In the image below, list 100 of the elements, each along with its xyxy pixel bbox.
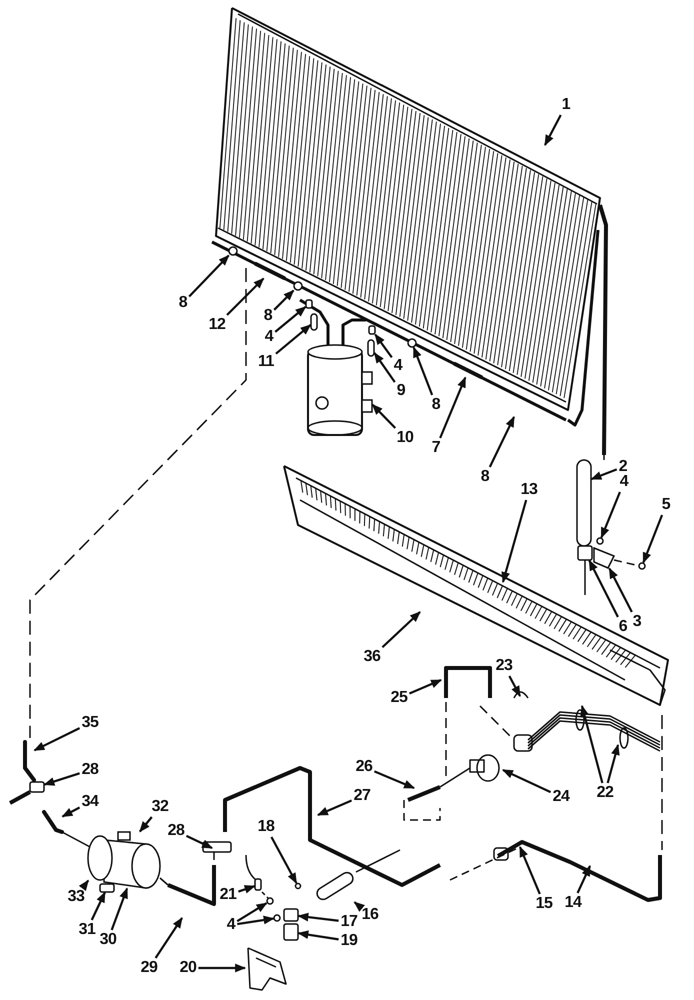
callout-number: 10 — [396, 429, 414, 447]
leader-arrow — [198, 964, 246, 972]
tube-clip — [407, 338, 417, 348]
leader-arrow — [297, 930, 339, 940]
callout-number: 21 — [218, 886, 238, 904]
callout-number: 22 — [596, 784, 614, 802]
leader-arrow — [139, 816, 153, 832]
callout-number: 8 — [262, 307, 274, 325]
callout-number: 33 — [66, 888, 86, 906]
hose — [576, 459, 592, 547]
callout-number: 28 — [166, 822, 186, 840]
leader-arrow — [236, 902, 268, 922]
callout-number: 17 — [340, 913, 358, 931]
leader-arrow — [580, 704, 604, 784]
callout-number: 34 — [80, 793, 100, 811]
callout-number: 16 — [360, 906, 380, 924]
callout-number: 25 — [390, 689, 408, 707]
callout-number: 27 — [352, 787, 372, 805]
tube-clip — [293, 281, 303, 291]
callout-number: 32 — [150, 798, 170, 816]
leader-arrow — [608, 568, 633, 612]
callout-number: 4 — [226, 916, 236, 934]
callout-number: 20 — [178, 959, 198, 977]
leader-arrow — [502, 769, 552, 794]
leader-arrow — [642, 514, 664, 564]
leader-arrow — [382, 611, 421, 648]
callout-number: 35 — [80, 714, 100, 732]
leader-arrow — [374, 334, 393, 358]
leader-arrow — [273, 290, 294, 311]
leader-arrow — [238, 885, 256, 894]
callout-number: 36 — [362, 648, 382, 666]
tee-fitting — [29, 781, 45, 793]
leader-arrow — [90, 892, 106, 920]
callout-number: 30 — [98, 931, 118, 949]
mounting-bracket — [593, 546, 616, 569]
leader-arrow — [237, 916, 275, 926]
leader-arrow — [518, 846, 541, 894]
callout-number: 26 — [354, 758, 374, 776]
leader-arrow — [226, 278, 264, 316]
leader-arrow — [354, 901, 365, 912]
leader-arrow — [317, 799, 352, 816]
leader-arrow — [275, 324, 312, 355]
leader-arrow — [374, 770, 416, 790]
leader-arrow — [501, 500, 528, 584]
leader-arrow — [439, 376, 466, 438]
pipe — [23, 740, 36, 782]
condenser-tube — [254, 262, 286, 280]
callout-number: 8 — [178, 294, 188, 312]
leader-arrow — [606, 744, 620, 784]
leader-arrow — [62, 806, 80, 818]
callout-number: 29 — [140, 959, 158, 977]
callout-number: 7 — [430, 439, 442, 457]
condenser-tube — [453, 362, 483, 379]
leader-arrow — [544, 114, 562, 146]
leader-arrow — [110, 887, 128, 930]
leader-arrow — [154, 917, 183, 959]
leader-arrow — [590, 468, 618, 480]
leader-arrow — [508, 675, 521, 697]
o-ring — [273, 914, 281, 922]
hose-fitting — [310, 313, 318, 331]
mounting-bracket — [99, 883, 115, 893]
callout-number: 8 — [430, 396, 442, 414]
callout-number: 4 — [264, 328, 274, 346]
callout-number: 31 — [78, 921, 96, 939]
pipe-fitting — [368, 325, 376, 335]
callout-number: 2 — [618, 458, 628, 476]
callout-number: 4 — [618, 473, 630, 491]
callout-number: 11 — [257, 353, 275, 371]
leader-arrow — [408, 678, 442, 695]
tube-clip — [228, 246, 238, 256]
leader-arrow — [412, 346, 434, 396]
pipe-fitting — [283, 923, 299, 941]
bolt — [596, 537, 604, 545]
callout-number: 5 — [660, 496, 672, 514]
callout-number: 15 — [534, 895, 554, 913]
leader-arrow — [576, 865, 591, 894]
leader-arrow — [270, 836, 298, 884]
leader-arrow — [374, 352, 396, 383]
receiver-drier — [307, 344, 373, 436]
pipe-fitting — [283, 908, 299, 922]
hose — [42, 810, 64, 834]
wire-connector — [254, 878, 262, 891]
leader-arrow — [34, 727, 80, 752]
leader-arrow — [297, 912, 339, 922]
o-ring — [266, 897, 274, 905]
leader-arrow — [372, 404, 396, 429]
callout-number: 19 — [340, 932, 358, 950]
callout-number: 13 — [520, 481, 538, 499]
callout-number: 4 — [392, 357, 404, 375]
pipe-fitting — [577, 545, 593, 561]
leader-arrow — [188, 254, 230, 298]
pipe-fitting — [305, 299, 313, 309]
callout-number: 14 — [564, 894, 582, 912]
callout-number: 9 — [396, 382, 406, 400]
leader-arrow — [274, 306, 306, 333]
compressor-pulley — [87, 835, 113, 881]
leader-arrow — [488, 416, 515, 468]
leader-arrow — [600, 492, 621, 539]
nut — [638, 562, 646, 570]
callout-number: 12 — [208, 316, 226, 334]
